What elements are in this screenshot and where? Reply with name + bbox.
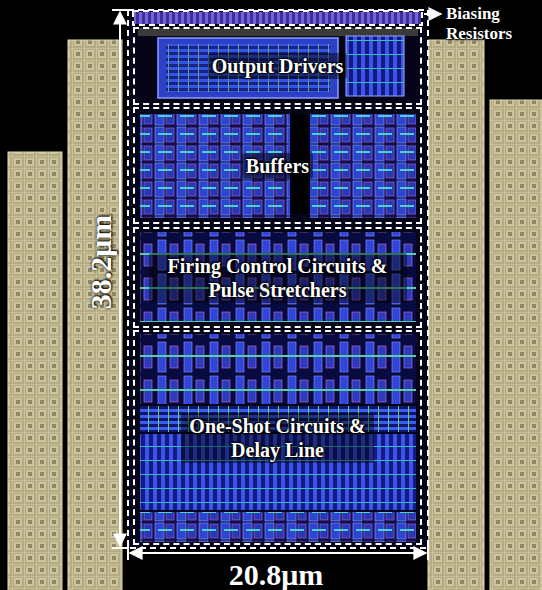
circuit-block: Buffers <box>133 107 422 224</box>
layout-shape <box>130 552 426 554</box>
circuit-block: Firing Control Circuits & Pulse Stretche… <box>133 227 422 328</box>
layout-shape <box>112 547 128 549</box>
layout-shape <box>127 545 129 560</box>
layout-shape <box>140 334 416 404</box>
layout-shape <box>68 40 122 590</box>
leader-line <box>424 13 441 15</box>
circuit-block: Output Drivers <box>133 27 422 105</box>
block-label: One-Shot Circuits & Delay Line <box>181 413 374 463</box>
layout-shape <box>119 12 121 546</box>
layout-shape <box>128 10 428 548</box>
layout-shape <box>346 36 404 96</box>
layout-shape <box>8 152 62 590</box>
layout-shape <box>140 512 416 542</box>
circuit-block: One-Shot Circuits & Delay Line <box>133 330 422 545</box>
dimension-label: 20.8μm <box>229 557 324 590</box>
dimension-label: 38.2μm <box>83 215 119 310</box>
layout-shape <box>134 12 421 24</box>
layout-shape <box>133 11 422 25</box>
block-label: Firing Control Circuits & Pulse Stretche… <box>149 253 407 303</box>
dimension-lines <box>112 10 441 560</box>
block-label: Output Drivers <box>208 53 348 79</box>
bond-pads <box>8 40 542 590</box>
layout-shape <box>310 114 416 218</box>
layout-shape <box>140 232 416 322</box>
layout-shape <box>428 40 484 590</box>
part-name: Biasing Resistors <box>446 4 536 45</box>
layout-shape <box>128 10 428 548</box>
layout-shape <box>427 545 429 560</box>
layout-shape <box>490 100 542 590</box>
core-layout <box>128 10 428 548</box>
layout-shape <box>138 28 418 36</box>
layout-shape <box>112 9 128 11</box>
block-label: Buffers <box>242 153 313 179</box>
